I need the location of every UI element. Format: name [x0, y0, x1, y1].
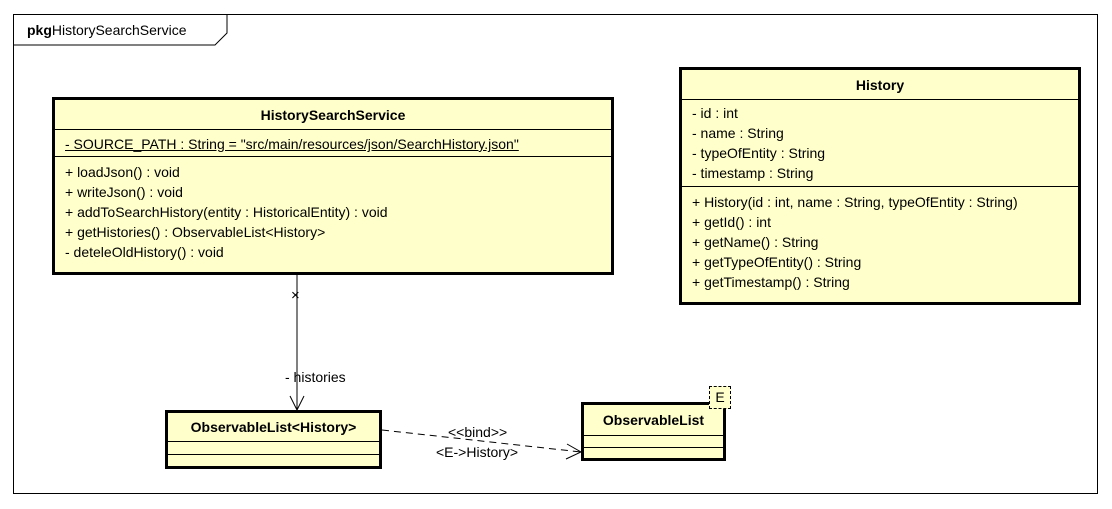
- binding-substitution-label: <E->History>: [436, 444, 519, 460]
- class-history-search-service[interactable]: HistorySearchService - SOURCE_PATH : Str…: [52, 97, 614, 275]
- attributes-compartment: [168, 441, 379, 454]
- operation-get-histories: + getHistories() : ObservableList<Histor…: [65, 224, 326, 240]
- type-parameter-box: E: [709, 386, 731, 409]
- attribute-type-of-entity: - typeOfEntity : String: [692, 145, 826, 161]
- class-name: HistorySearchService: [260, 107, 406, 123]
- attribute-name: - name : String: [692, 125, 784, 141]
- operations-compartment: [168, 454, 379, 467]
- attributes-compartment: [584, 435, 723, 447]
- package-keyword: pkg: [27, 22, 52, 38]
- operation-get-timestamp: + getTimestamp() : String: [692, 274, 850, 290]
- class-name: ObservableList: [602, 412, 705, 428]
- class-observable-list-history[interactable]: ObservableList<History>: [165, 410, 382, 469]
- association-end-marker: ×: [291, 287, 300, 304]
- operation-get-id: + getId() : int: [692, 214, 771, 230]
- package-name: HistorySearchService: [51, 22, 187, 38]
- operation-detele-old-history: - deteleOldHistory() : void: [65, 244, 224, 260]
- association-role-label: - histories: [285, 369, 346, 385]
- class-observable-list[interactable]: ObservableList: [581, 402, 726, 461]
- attribute-id: - id : int: [692, 105, 738, 121]
- attribute-timestamp: - timestamp : String: [692, 165, 814, 181]
- operation-history-constructor: + History(id : int, name : String, typeO…: [692, 194, 1018, 210]
- class-history[interactable]: History - id : int - name : String - typ…: [679, 67, 1081, 305]
- binding-stereotype-label: <<bind>>: [448, 424, 508, 440]
- binding-line: [381, 429, 582, 453]
- operations-compartment: [584, 447, 723, 459]
- class-name: History: [855, 77, 905, 93]
- operation-get-type-of-entity: + getTypeOfEntity() : String: [692, 254, 862, 270]
- attributes-compartment: - id : int - name : String - typeOfEntit…: [682, 99, 1078, 186]
- operation-get-name: + getName() : String: [692, 234, 819, 250]
- package-tab-outline: [13, 14, 228, 46]
- operation-add-to-search-history: + addToSearchHistory(entity : Historical…: [65, 204, 388, 220]
- attribute-source-path: - SOURCE_PATH : String = "src/main/resou…: [65, 136, 519, 152]
- operations-compartment: + History(id : int, name : String, typeO…: [682, 186, 1078, 297]
- operation-load-json: + loadJson() : void: [65, 164, 180, 180]
- package-frame: [13, 14, 1098, 494]
- class-name: ObservableList<History>: [190, 419, 357, 435]
- operations-compartment: + loadJson() : void + writeJson() : void…: [55, 156, 611, 267]
- attributes-compartment: - SOURCE_PATH : String = "src/main/resou…: [55, 129, 611, 156]
- operation-write-json: + writeJson() : void: [65, 184, 183, 200]
- package-label: pkgHistorySearchService: [27, 22, 187, 38]
